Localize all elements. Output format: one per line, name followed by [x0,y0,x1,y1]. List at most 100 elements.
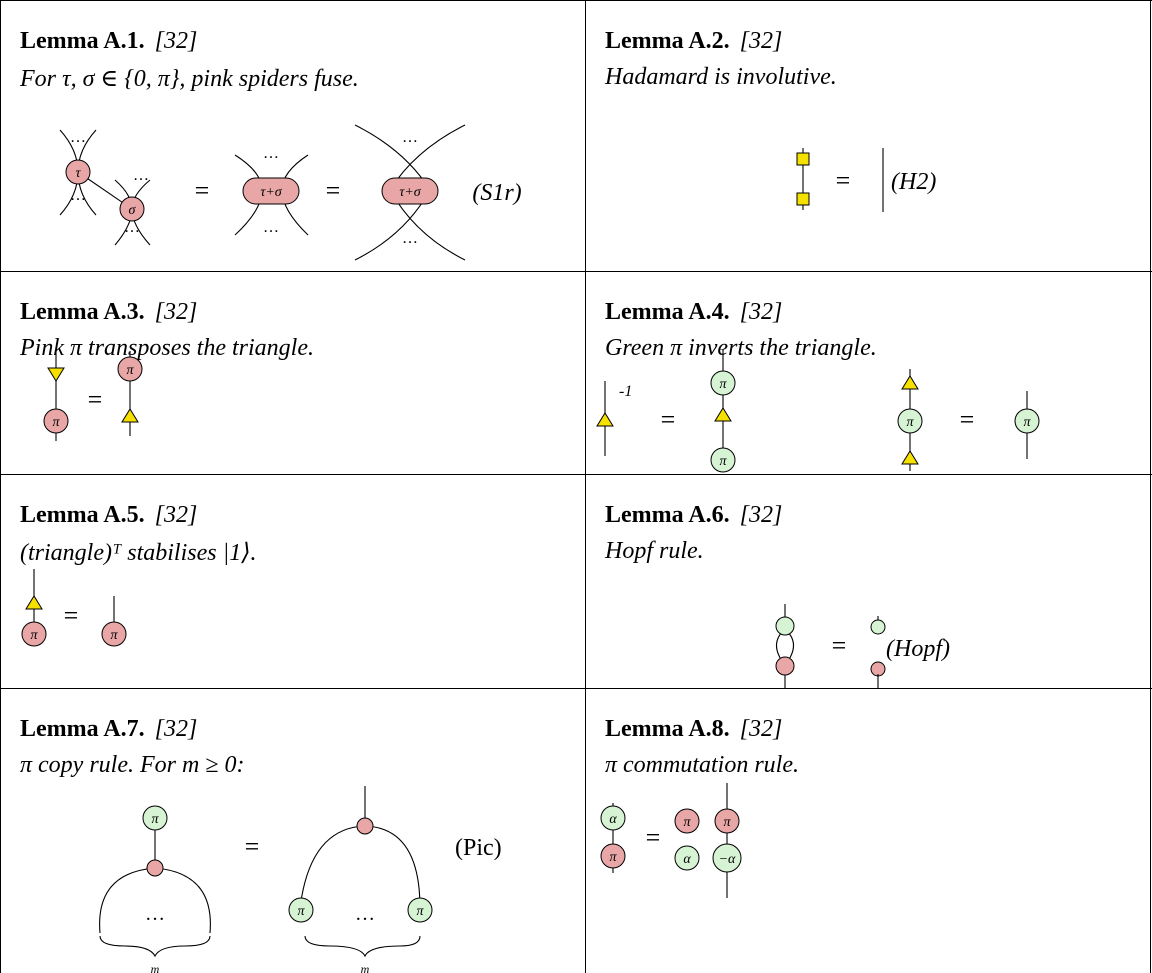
lemma-statement: π copy rule. For m ≥ 0: [20,752,245,778]
equals-sign: = [245,832,260,861]
dots: … [124,219,140,236]
diagram-green-pi-inverts: -1 = π π π = π [596,349,1040,473]
lemma-citation: [32] [739,299,783,325]
spider-label: π [297,904,305,919]
pink-spider-pi [674,808,700,834]
triangle-down [47,367,65,382]
equals-sign: = [960,405,975,434]
triangle-up [121,408,139,423]
dots: … [145,903,165,925]
equals-sign: = [326,176,341,205]
pink-spider-tau [65,159,91,185]
inverse-superscript: -1 [619,383,632,400]
lemma-header: Lemma A.8.[32] [605,716,782,743]
table-row-divider [0,271,1152,272]
dots: … [402,129,418,146]
spider-label: τ [75,166,81,181]
pink-spider-pi [117,356,143,382]
lemma-statement: Pink π transposes the triangle. [20,335,314,361]
lemma-cell-a6: Lemma A.6.[32] Hopf rule. = (Hopf) [585,474,1150,689]
spider-label: −α [719,852,736,867]
lemma-statement: Hopf rule. [605,538,704,564]
lemma-title: Lemma A.1. [20,28,145,54]
spider-label: π [151,812,159,827]
equals-sign: = [836,166,851,195]
green-spider-pi [897,408,923,434]
table-row-divider [0,688,1152,689]
spider-label: π [609,850,617,865]
lemma-citation: [32] [154,28,198,54]
hadamard-box [796,152,810,166]
lemma-citation: [32] [154,716,198,742]
lemma-title: Lemma A.4. [605,299,730,325]
lemma-header: Lemma A.2.[32] [605,28,782,55]
pink-spider [775,656,795,676]
table-border-top [0,0,1152,1]
equals-sign: = [195,176,210,205]
lemma-citation: [32] [154,299,198,325]
triangle-up [596,412,614,427]
spider-label: π [1023,415,1031,430]
lemma-cell-a4: Lemma A.4.[32] Green π inverts the trian… [585,271,1150,474]
lemma-cell-a7: Lemma A.7.[32] π copy rule. For m ≥ 0: π… [0,688,585,973]
lemma-header: Lemma A.7.[32] [20,716,197,743]
equals-sign: = [88,385,103,414]
rule-label: (H2) [891,169,936,195]
diagram-pi-copy: π … m = π π … m (Pic) [99,786,502,973]
lemma-citation: [32] [739,716,783,742]
lemma-header: Lemma A.5. [32] [20,502,197,529]
rule-label: (Pic) [455,835,502,861]
lemma-citation: [32] [154,502,198,528]
equals-sign: = [661,405,676,434]
spider-label: α [683,852,691,867]
dots: … [263,145,279,162]
lemma-statement: (triangle)ᵀ stabilises |1⟩. [20,540,257,566]
dots: … [133,167,149,184]
lemma-statement: For τ, σ ∈ {0, π}, pink spiders fuse. [20,66,359,92]
dots: … [263,219,279,236]
lemma-statement: Hadamard is involutive. [605,64,837,90]
diagram-hadamard-involutive: = (H2) [796,148,936,212]
lemma-cell-a3: Lemma A.3. [32] Pink π transposes the tri… [0,271,585,474]
dots: … [355,903,375,925]
green-spider-alpha [600,805,626,831]
pink-spider-fused [381,177,439,205]
lemma-header: Lemma A.3. [32] [20,299,197,326]
diagram-hopf-rule: = (Hopf) [775,604,950,689]
triangle-up [25,595,43,610]
spider-label: π [719,377,727,392]
spider-label: τ+σ [399,185,421,200]
table-border-left [0,0,1,973]
diagram-triangle-stabilises: π = π [21,569,127,647]
lemma-title: Lemma A.3. [20,299,145,325]
lemma-title: Lemma A.5. [20,502,145,528]
dots: … [70,129,86,146]
lemma-cell-a8: Lemma A.8.[32] π commutation rule. α π =… [585,688,1150,973]
dots: … [402,230,418,247]
green-spider-pi [710,447,736,473]
pink-spider [146,859,164,877]
lemma-title: Lemma A.2. [605,28,730,54]
green-spider-pi [142,805,168,831]
brace-label-m: m [151,962,160,973]
equals-sign: = [832,631,847,660]
triangle-up [901,375,919,390]
green-spider [775,616,795,636]
spider-label: α [609,812,617,827]
rule-label: (Hopf) [886,636,950,662]
lemma-citation: [32] [739,502,783,528]
equals-sign: = [64,601,79,630]
spider-label: τ+σ [260,185,282,200]
pink-spider-pi [714,808,740,834]
spider-label: π [906,415,914,430]
lemma-header: Lemma A.6.[32] [605,502,782,529]
pink-spider-pi [21,621,47,647]
spider-label: π [30,628,38,643]
pink-spider-pi [101,621,127,647]
spider-label: π [416,904,424,919]
spider-label: π [110,628,118,643]
pink-spider [356,817,374,835]
pink-spider-pi [600,843,626,869]
pink-spider-fused [242,177,300,205]
brace-label-m: m [361,962,370,973]
